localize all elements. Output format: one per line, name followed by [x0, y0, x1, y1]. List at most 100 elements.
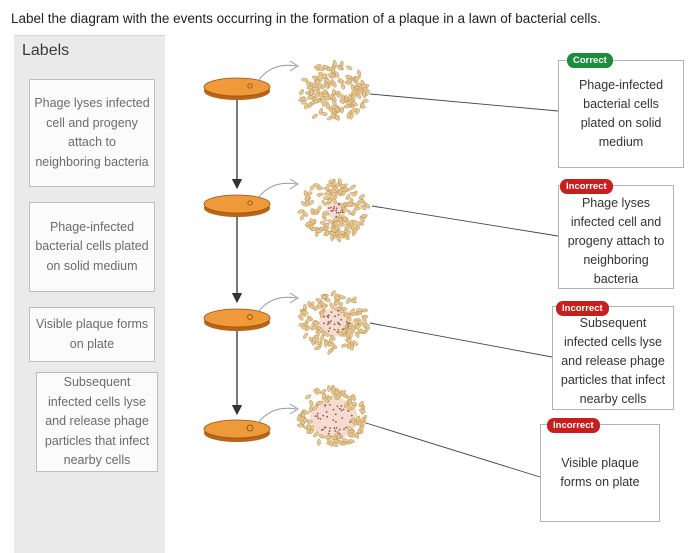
phage-particle: [341, 211, 344, 214]
labels-title: Labels: [22, 42, 70, 59]
phage-particle: [348, 322, 351, 325]
label-card[interactable]: Phage-infected bacterial cells plated on…: [29, 202, 155, 292]
bacterium: [320, 97, 326, 104]
phage-particle: [330, 206, 332, 209]
bacterium: [346, 65, 353, 71]
bacterium: [365, 322, 370, 330]
bacteria-lawn-closeup: [298, 59, 370, 121]
incorrect-badge: Incorrect: [556, 301, 609, 316]
correct-badge: Correct: [567, 53, 613, 68]
bacterium: [342, 438, 349, 443]
bacterium: [346, 404, 352, 412]
zoom-arrow-icon: [257, 60, 299, 424]
bacterium: [347, 431, 354, 437]
bacterium: [312, 98, 319, 105]
petri-dish-icon: [203, 77, 271, 100]
bacterium: [314, 92, 321, 98]
phage-particle: [347, 410, 349, 412]
bacterium: [330, 290, 336, 297]
bacterium: [336, 64, 343, 71]
bacterium: [305, 317, 311, 323]
phage-particle: [338, 407, 341, 410]
phage-particle: [333, 205, 336, 208]
bacterium: [308, 405, 313, 413]
bacterium: [309, 399, 314, 407]
bacterium: [351, 100, 358, 107]
bacterium: [321, 73, 328, 80]
bacterium: [360, 213, 368, 218]
bacterium: [341, 187, 349, 192]
phage-particle: [335, 426, 338, 429]
phage-particle: [333, 207, 335, 210]
bacterium: [318, 434, 325, 439]
phage-particle: [338, 428, 341, 431]
bacterium: [354, 432, 360, 439]
bacterium: [297, 423, 304, 428]
phage-particle: [332, 408, 335, 411]
bacterium: [320, 334, 325, 342]
bacterium: [332, 59, 337, 67]
phage-particle: [340, 405, 343, 407]
bacterium: [305, 221, 311, 227]
phage-particle: [320, 429, 323, 431]
bacterium: [343, 234, 350, 240]
label-card[interactable]: Subsequent infected cells lyse and relea…: [36, 372, 158, 472]
phage-particle: [334, 429, 337, 432]
bacterium: [324, 78, 331, 84]
phage-particle: [337, 203, 340, 206]
petri-dish-icon: [203, 419, 271, 442]
answer-drop-zone[interactable]: Subsequent infected cells lyse and relea…: [552, 306, 674, 410]
phage-particle: [336, 331, 339, 334]
bacteria-lawn-closeup: [296, 384, 367, 447]
bacterium: [315, 229, 323, 233]
phage-particle: [337, 212, 340, 214]
bacterium: [317, 82, 322, 90]
bacterium: [309, 304, 316, 309]
phage-particle: [328, 327, 331, 330]
label-card[interactable]: Phage lyses infected cell and progeny at…: [29, 79, 155, 187]
bacterium: [320, 310, 324, 318]
bacterium: [331, 197, 337, 204]
bacterium: [313, 183, 321, 188]
phage-particle: [328, 322, 331, 324]
phage-particle: [342, 408, 345, 411]
bacterium: [327, 348, 333, 355]
bacterium: [351, 108, 358, 113]
bacterium: [306, 85, 314, 90]
bacterium: [354, 75, 361, 81]
bacterium: [323, 340, 328, 348]
bacterium: [320, 83, 326, 90]
bacterium: [334, 295, 341, 300]
bacterium: [336, 235, 341, 243]
phage-particle: [316, 412, 319, 415]
phage-particle: [337, 328, 340, 331]
phage-particle: [332, 419, 335, 421]
bacterium: [355, 221, 362, 227]
label-card[interactable]: Visible plaque forms on plate: [29, 307, 155, 362]
bacterium: [364, 202, 371, 209]
phage-particle: [333, 323, 336, 326]
answer-drop-zone[interactable]: Visible plaque forms on plate: [540, 424, 660, 522]
answer-drop-zone[interactable]: Phage lyses infected cell and progeny at…: [558, 185, 674, 289]
bacterium: [343, 104, 351, 109]
bacterium: [322, 196, 330, 200]
bacterium: [302, 310, 309, 315]
bacterium: [308, 428, 315, 435]
answer-drop-zone[interactable]: Phage-infected bacterial cells plated on…: [558, 60, 684, 168]
bacterium: [346, 201, 353, 207]
phage-particle: [345, 426, 347, 429]
bacterium: [314, 64, 322, 69]
bacterium: [359, 103, 366, 109]
bacterium: [340, 390, 347, 396]
bacterium: [329, 336, 333, 344]
petri-dish-icon: [203, 308, 271, 331]
phage-particle: [319, 418, 322, 420]
phage-particle: [324, 405, 326, 407]
bacterium: [339, 97, 345, 105]
bacterium: [329, 302, 334, 309]
bacterium: [315, 79, 320, 86]
bacterium: [346, 77, 352, 84]
bacterium: [303, 332, 309, 339]
bacterium: [314, 334, 320, 341]
phage-particle: [314, 415, 317, 417]
